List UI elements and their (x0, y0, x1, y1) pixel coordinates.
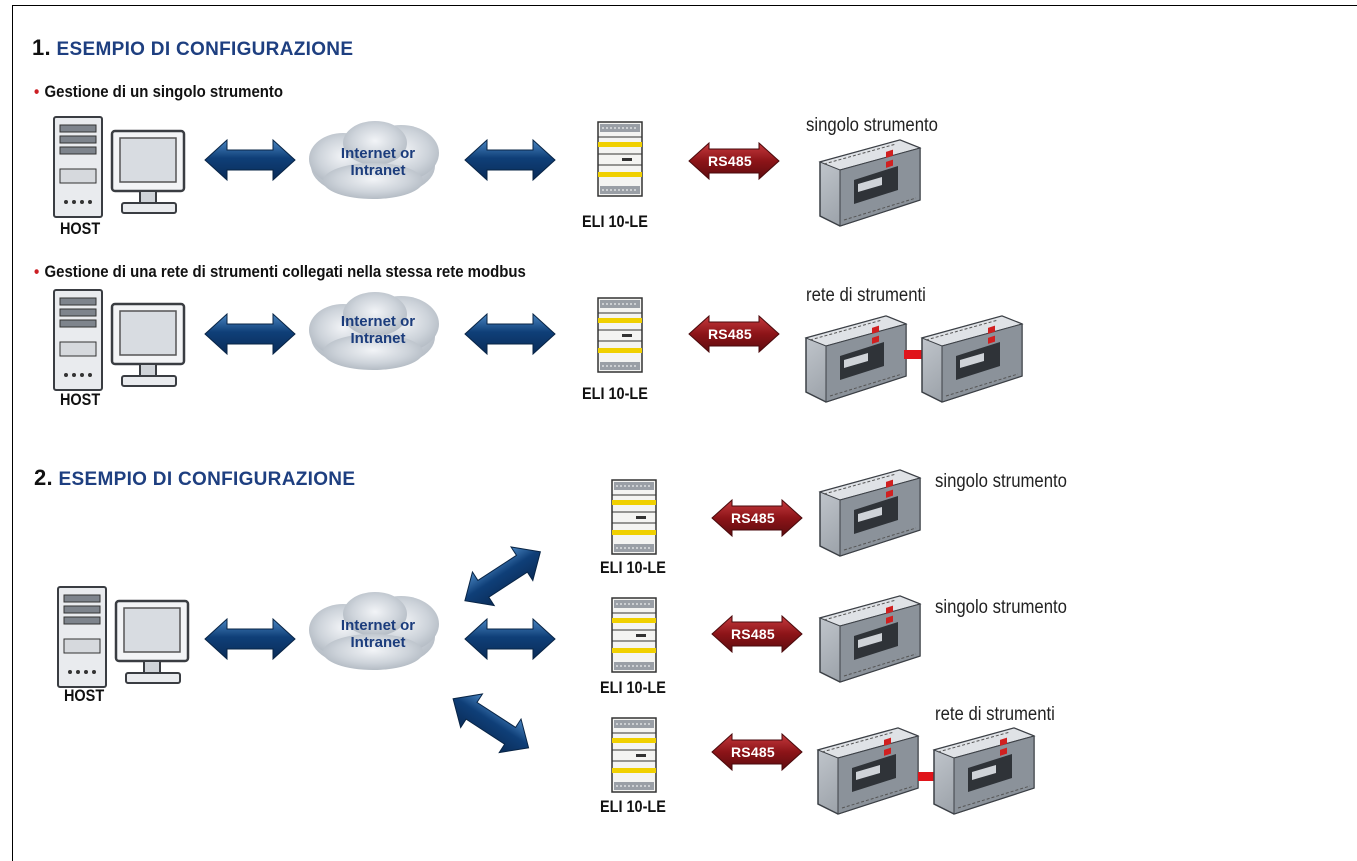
single-instrument-caption: singolo strumento (935, 597, 1067, 618)
gateway-label: ELI 10-LE (582, 384, 648, 403)
section1-title-text: ESEMPIO DI CONFIGURAZIONE (56, 39, 354, 60)
eli-gateway-icon (611, 479, 657, 555)
section2-number: 2. (34, 465, 53, 490)
diagram-frame (12, 5, 1357, 861)
network-caption: rete di strumenti (806, 285, 926, 306)
bullet-network: •Gestione di una rete di strumenti colle… (34, 262, 526, 282)
cloud-label-line2: Intranet (350, 330, 406, 347)
instrument-icon (933, 727, 1035, 815)
red-link-icon (904, 350, 926, 359)
section1-title: 1. ESEMPIO DI CONFIGURAZIONE (32, 35, 353, 61)
network-caption: rete di strumenti (935, 704, 1055, 725)
gateway-label: ELI 10-LE (600, 797, 666, 816)
bullet-a-text: Gestione di un singolo strumento (44, 82, 284, 101)
cloud-label-line2: Intranet (350, 634, 406, 651)
host-label: HOST (60, 390, 101, 409)
bullet-dot-icon: • (34, 262, 40, 281)
cloud-label-line1: Internet or (340, 145, 416, 162)
host-computer-icon (52, 288, 186, 392)
single-instrument-caption: singolo strumento (935, 471, 1067, 492)
section2-title: 2. ESEMPIO DI CONFIGURAZIONE (34, 465, 355, 491)
rs485-label: RS485 (731, 744, 775, 760)
eli-gateway-icon (597, 121, 643, 197)
bullet-single-instrument: •Gestione di un singolo strumento (34, 82, 283, 102)
gateway-label: ELI 10-LE (600, 678, 666, 697)
rs485-label: RS485 (731, 510, 775, 526)
double-arrow-icon (464, 618, 556, 660)
cloud-label: Internet or Intranet (333, 145, 423, 179)
cloud-label-line1: Internet or (340, 617, 416, 634)
rs485-label: RS485 (731, 626, 775, 642)
red-link-icon (918, 772, 938, 781)
instrument-icon (819, 595, 921, 683)
host-computer-icon (52, 115, 186, 219)
double-arrow-icon (441, 681, 540, 766)
instrument-icon (819, 139, 921, 227)
gateway-label: ELI 10-LE (582, 212, 648, 231)
double-arrow-icon (453, 534, 552, 619)
host-computer-icon (56, 585, 190, 689)
section1-number: 1. (32, 35, 51, 60)
host-label: HOST (60, 219, 101, 238)
double-arrow-icon (204, 139, 296, 181)
double-arrow-icon (204, 618, 296, 660)
host-label: HOST (64, 686, 105, 705)
cloud-label: Internet or Intranet (333, 313, 423, 347)
bullet-b-text: Gestione di una rete di strumenti colleg… (44, 262, 526, 281)
instrument-icon (921, 315, 1023, 403)
eli-gateway-icon (597, 297, 643, 373)
cloud-label: Internet or Intranet (333, 617, 423, 651)
instrument-icon (805, 315, 907, 403)
instrument-icon (817, 727, 919, 815)
bullet-dot-icon: • (34, 82, 40, 101)
instrument-icon (819, 469, 921, 557)
cloud-label-line2: Intranet (350, 162, 406, 179)
cloud-label-line1: Internet or (340, 313, 416, 330)
double-arrow-icon (204, 313, 296, 355)
eli-gateway-icon (611, 597, 657, 673)
double-arrow-icon (464, 313, 556, 355)
gateway-label: ELI 10-LE (600, 558, 666, 577)
eli-gateway-icon (611, 717, 657, 793)
single-instrument-caption: singolo strumento (806, 115, 938, 136)
section2-title-text: ESEMPIO DI CONFIGURAZIONE (58, 469, 356, 490)
rs485-label: RS485 (708, 326, 752, 342)
double-arrow-icon (464, 139, 556, 181)
rs485-label: RS485 (708, 153, 752, 169)
